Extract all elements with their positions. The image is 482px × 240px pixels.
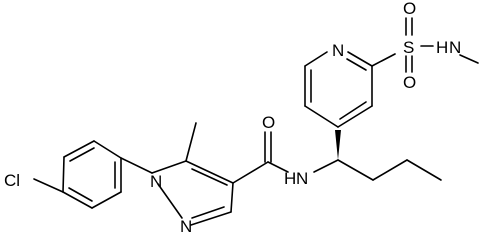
- chlorophenyl-bond-5: [62, 191, 93, 209]
- bonds: [33, 17, 479, 226]
- n-chiral-bond: [313, 159, 339, 173]
- pyrazole-c5-c4-double: [191, 168, 228, 186]
- carbonyl-oxygen-label: O: [262, 113, 275, 132]
- pyrazole-n1-c5: [151, 160, 187, 174]
- sulfonamide-hydrogen-label: H: [436, 38, 448, 57]
- sulfonamide-nitrogen-label: N: [449, 38, 461, 57]
- pyrazole-n2-n1: [157, 183, 183, 219]
- pyridine-nitrogen-label: N: [332, 41, 344, 60]
- atom-labels: Cl N N O N H N S O O N H: [4, 0, 461, 236]
- pyridine-bond-1: [304, 105, 339, 128]
- chlorophenyl-bond-6: [62, 156, 65, 193]
- pyridine-bond-4: [347, 51, 373, 67]
- pyrazole-c4-c3: [230, 182, 234, 213]
- sulfonyl-oxygen-bottom-label: O: [403, 73, 416, 92]
- amide-hydrogen-label: H: [284, 169, 296, 188]
- n-methyl-bond: [459, 54, 479, 64]
- chlorophenyl-double-3: [68, 187, 93, 202]
- c3-c4-bond: [406, 159, 442, 181]
- sulfonyl-oxygen-top-label: O: [403, 0, 416, 18]
- c-cl-bond: [33, 178, 64, 193]
- pyrazole-c5-c4: [185, 160, 234, 184]
- chlorophenyl-bond-2: [93, 140, 122, 159]
- pyridine-double-2: [346, 58, 367, 71]
- chlorophenyl-double-1: [69, 147, 95, 162]
- amide-nitrogen-label: N: [296, 169, 308, 188]
- chlorine-label: Cl: [4, 171, 20, 190]
- pyridine-s-bond: [371, 53, 396, 67]
- pyridine-bond-6: [337, 105, 373, 128]
- pyridine-double-3: [339, 101, 367, 120]
- stereo-wedge-bond: [335, 130, 341, 160]
- pyrazole-n1-label: N: [150, 172, 162, 191]
- c4-carbonyl-bond: [232, 161, 269, 184]
- pyrazole-n2-label: N: [180, 217, 192, 236]
- phenyl-n1-bond: [120, 157, 153, 174]
- carbonyl-n-bond: [267, 161, 289, 173]
- pyrazole-c3-n2: [190, 211, 232, 226]
- chiral-c2-bond: [337, 159, 374, 181]
- sulfur-label: S: [403, 38, 414, 57]
- chlorophenyl-bond-1: [63, 140, 95, 158]
- c5-methyl-bond: [185, 122, 197, 162]
- pyrazole-c3-n2-double: [191, 206, 225, 219]
- chlorophenyl-bond-4: [91, 191, 122, 209]
- c2-c3-bond: [372, 159, 408, 181]
- pyridine-bond-3: [304, 51, 328, 67]
